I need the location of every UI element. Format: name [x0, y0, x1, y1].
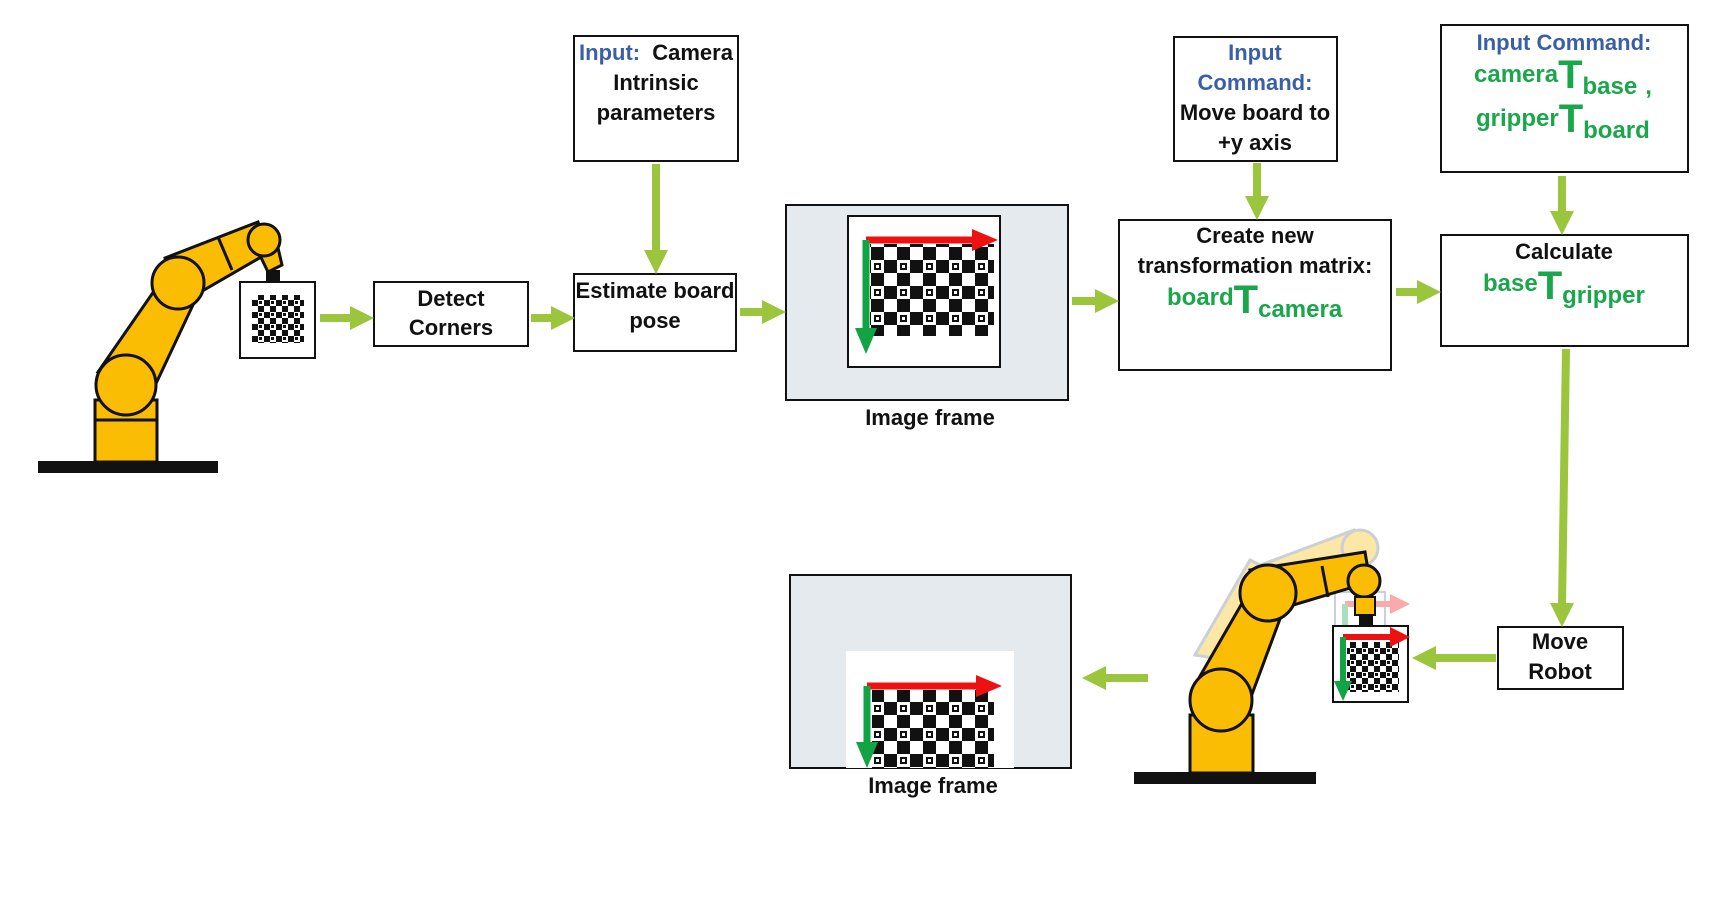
- cmd-a-sub: base: [1583, 73, 1638, 100]
- create-line2: transformation matrix:: [1138, 253, 1373, 278]
- robot-arm-start: [38, 220, 284, 473]
- calculate-line1: Calculate: [1515, 239, 1613, 264]
- move-input-line3: Move board to: [1180, 100, 1330, 125]
- top-image-caption: Image frame: [865, 405, 995, 430]
- estimate-line2: pose: [629, 308, 680, 333]
- arrow-move-to-robot: [1412, 646, 1496, 670]
- move-input-line2: Command:: [1198, 70, 1313, 95]
- calc-sub: gripper: [1562, 282, 1645, 309]
- arrow-move-input-to-create: [1245, 163, 1269, 220]
- bottom-image-caption: Image frame: [868, 773, 998, 798]
- svg-text:gripperTboard: gripperTboard: [1476, 97, 1650, 144]
- detect-line2: Corners: [409, 315, 493, 340]
- svg-text:Input: Camera: Input: Camera: [579, 40, 734, 65]
- robot-arm-moved: [1134, 528, 1410, 784]
- create-sup: board: [1167, 284, 1234, 311]
- svg-text:boardTcamera: boardTcamera: [1167, 278, 1343, 323]
- arrow-cmd-to-calculate: [1550, 176, 1574, 235]
- create-sub: camera: [1258, 296, 1343, 323]
- cmd-b-big: T: [1559, 97, 1583, 141]
- arrow-estimate-to-image: [740, 300, 786, 324]
- arrow-detect-to-estimate: [531, 306, 575, 330]
- move-robot-line2: Robot: [1528, 659, 1592, 684]
- calculate-box: Calculate baseTgripper: [1440, 234, 1689, 347]
- svg-text:baseTgripper: baseTgripper: [1483, 264, 1645, 309]
- calibration-board-start: [239, 281, 316, 359]
- flow-arrows: [320, 163, 1574, 690]
- arrow-board-to-detect: [320, 306, 374, 330]
- create-matrix-box: Create new transformation matrix: boardT…: [1118, 219, 1392, 371]
- arrow-camera-to-estimate: [644, 164, 668, 274]
- camera-intrinsics-input-box: Input: Camera Intrinsic parameters: [573, 35, 739, 162]
- cmd-b-sub: board: [1583, 117, 1650, 144]
- command-input-box: Input Command: cameraTbase, gripperTboar…: [1440, 24, 1689, 173]
- cmd-title: Input Command:: [1477, 30, 1652, 55]
- camera-line3: parameters: [597, 100, 716, 125]
- camera-line1: Camera: [652, 40, 733, 65]
- calibration-board-moved: [1332, 625, 1410, 703]
- arrow-calculate-to-move: [1550, 348, 1574, 627]
- move-board-input-box: Input Command: Move board to +y axis: [1173, 36, 1338, 162]
- cmd-a-big: T: [1558, 53, 1582, 97]
- move-robot-box: Move Robot: [1497, 626, 1624, 690]
- calc-big: T: [1538, 264, 1562, 308]
- detect-corners-box: Detect Corners: [373, 281, 529, 347]
- calc-sup: base: [1483, 270, 1538, 297]
- input-prefix: Input:: [579, 40, 640, 65]
- create-big: T: [1234, 278, 1258, 322]
- arrow-robot-to-image: [1082, 666, 1148, 690]
- bottom-image-frame: Image frame: [789, 574, 1072, 798]
- create-line1: Create new: [1196, 223, 1314, 248]
- cmd-b-sup: gripper: [1476, 105, 1559, 132]
- estimate-pose-box: Estimate board pose: [573, 273, 737, 352]
- svg-text:cameraTbase,: cameraTbase,: [1474, 53, 1652, 100]
- arrow-create-to-calculate: [1396, 280, 1441, 304]
- camera-line2: Intrinsic: [613, 70, 699, 95]
- cmd-a-sup: camera: [1474, 61, 1559, 88]
- move-robot-line1: Move: [1532, 629, 1588, 654]
- detect-line1: Detect: [417, 286, 485, 311]
- move-input-line1: Input: [1228, 40, 1282, 65]
- estimate-line1: Estimate board: [576, 278, 735, 303]
- cmd-a-tail: ,: [1645, 73, 1652, 100]
- top-image-frame: Image frame: [785, 204, 1069, 430]
- arrow-image-to-create: [1072, 289, 1119, 313]
- move-input-line4: +y axis: [1218, 130, 1292, 155]
